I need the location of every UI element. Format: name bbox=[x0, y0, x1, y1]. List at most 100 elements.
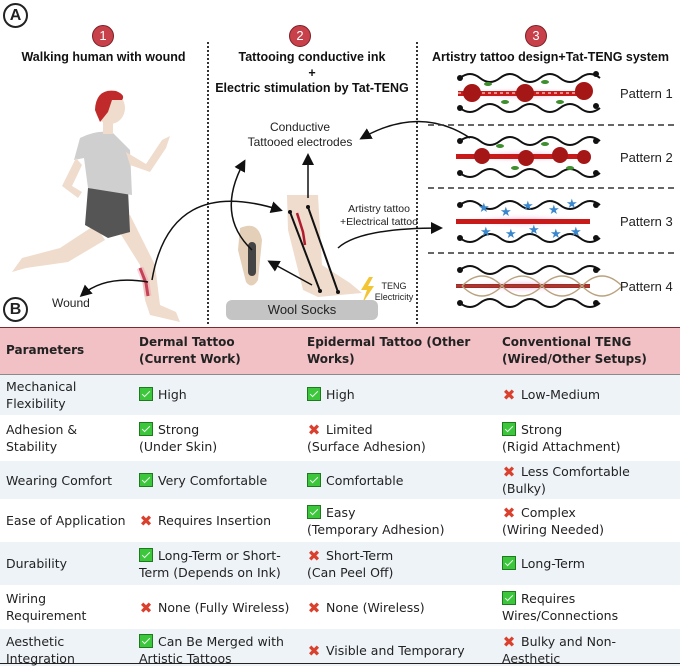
header-epidermal-tattoo: Epidermal Tattoo (Other Works) bbox=[301, 328, 496, 375]
step-badge-2: 2 bbox=[289, 25, 311, 47]
pattern-2-image bbox=[454, 136, 601, 178]
foot-sole bbox=[238, 225, 262, 286]
teng-electricity-label: TENG Electricity bbox=[372, 281, 416, 303]
wound-label: Wound bbox=[52, 296, 90, 310]
pattern-1-image bbox=[454, 71, 601, 113]
svg-text:★: ★ bbox=[500, 205, 512, 220]
check-icon bbox=[139, 634, 153, 648]
svg-text:★: ★ bbox=[522, 199, 534, 214]
value-subtext: Term (Depends on Ink) bbox=[139, 564, 281, 580]
value-text: Requires Insertion bbox=[158, 513, 272, 528]
value-cell: ✖ Requires Insertion bbox=[133, 499, 301, 542]
value-text: Short-Term bbox=[326, 547, 394, 563]
value-cell: ✖Short-Term(Can Peel Off) bbox=[301, 542, 496, 585]
divider-1 bbox=[207, 42, 209, 324]
value-text: Long-Term or Short- bbox=[158, 547, 281, 563]
cross-icon: ✖ bbox=[502, 503, 516, 522]
value-subtext: Artistic Tattoos bbox=[139, 651, 232, 666]
cross-icon: ✖ bbox=[502, 386, 516, 405]
parameter-cell: Ease of Application bbox=[6, 513, 126, 528]
running-human-figure bbox=[12, 90, 180, 322]
value-cell: ✖Visible and Temporary bbox=[301, 629, 496, 666]
pattern-4-label: Pattern 4 bbox=[620, 279, 673, 294]
panel-b-label: B bbox=[3, 297, 28, 322]
value-subtext: (Wiring Needed) bbox=[502, 521, 605, 537]
table-header-row: Parameters Dermal Tattoo (Current Work) … bbox=[0, 328, 680, 375]
cross-icon: ✖ bbox=[307, 598, 321, 617]
value-cell: Strong (Rigid Attachment) bbox=[496, 415, 680, 461]
value-subtext: (Surface Adhesion) bbox=[307, 439, 426, 454]
value-text: Strong bbox=[158, 422, 200, 437]
value-subtext: Wires/Connections bbox=[502, 608, 619, 623]
value-text: Very Comfortable bbox=[158, 472, 268, 488]
value-cell: Comfortable bbox=[301, 461, 496, 499]
check-icon bbox=[139, 547, 153, 562]
electrodes-label-line2: Tattooed electrodes bbox=[247, 135, 353, 149]
svg-text:★: ★ bbox=[478, 201, 490, 216]
value-cell: Long-Term bbox=[496, 542, 680, 585]
value-subtext: (Temporary Adhesion) bbox=[307, 521, 445, 537]
illustration-layer: ★★★★★ ★★★★★ bbox=[12, 71, 678, 322]
value-text: Less Comfortable bbox=[521, 464, 630, 479]
cross-icon: ✖ bbox=[139, 598, 153, 617]
value-text: Visible and Temporary bbox=[326, 642, 465, 658]
cross-icon: ✖ bbox=[502, 463, 516, 481]
value-cell: ✖Complex(Wiring Needed) bbox=[496, 499, 680, 542]
step-title-2-line2: + bbox=[308, 65, 316, 80]
step-title-2-line3: Electric stimulation by Tat-TENG bbox=[215, 81, 409, 95]
teng-label-line1: TENG bbox=[381, 281, 407, 291]
step-title-2: Tattooing conductive ink + Electric stim… bbox=[208, 50, 416, 97]
value-cell: ✖Bulky and Non-Aesthetic bbox=[496, 629, 680, 666]
header-parameters: Parameters bbox=[0, 328, 133, 375]
parameter-cell: Aesthetic Integration bbox=[0, 629, 133, 666]
value-text: Limited bbox=[326, 422, 373, 437]
to-pattern-arrow bbox=[337, 222, 443, 249]
tattooed-leg bbox=[287, 195, 362, 297]
check-icon bbox=[502, 556, 516, 570]
value-cell: Strong(Under Skin) bbox=[133, 415, 301, 461]
value-subtext: (Rigid Attachment) bbox=[502, 439, 621, 454]
wound-arrow bbox=[79, 279, 149, 297]
cross-icon: ✖ bbox=[139, 512, 153, 530]
artistry-label-line1: Artistry tattoo bbox=[348, 203, 410, 215]
value-cell: Long-Term or Short-Term (Depends on Ink) bbox=[133, 542, 301, 585]
divider-2 bbox=[416, 42, 418, 324]
value-cell: ✖ Less Comfortable (Bulky) bbox=[496, 461, 680, 499]
cross-icon: ✖ bbox=[502, 633, 516, 651]
table-bottom-border bbox=[0, 663, 680, 664]
value-cell: ✖ Limited (Surface Adhesion) bbox=[301, 415, 496, 461]
pattern-1-label: Pattern 1 bbox=[620, 86, 673, 101]
value-text: Low-Medium bbox=[521, 387, 601, 403]
pattern-3-label: Pattern 3 bbox=[620, 214, 673, 229]
pattern-2-label: Pattern 2 bbox=[620, 150, 673, 165]
value-cell: ✖None (Fully Wireless) bbox=[133, 585, 301, 629]
header-conventional-teng: Conventional TENG (Wired/Other Setups) bbox=[496, 328, 680, 375]
svg-text:★: ★ bbox=[550, 227, 562, 242]
value-text: Strong bbox=[521, 422, 563, 437]
check-icon bbox=[139, 472, 153, 487]
check-icon bbox=[307, 387, 321, 402]
svg-text:★: ★ bbox=[505, 227, 517, 242]
step-title-1: Walking human with wound bbox=[21, 50, 186, 64]
pattern-to-electrodes-arrow bbox=[359, 120, 471, 140]
check-icon bbox=[307, 472, 321, 487]
value-subtext: (Bulky) bbox=[502, 481, 546, 496]
artistry-label: Artistry tattoo +Electrical tattoo bbox=[334, 203, 424, 229]
parameter-cell: Wiring Requirement bbox=[6, 591, 87, 623]
svg-text:★: ★ bbox=[548, 203, 560, 218]
cross-icon: ✖ bbox=[307, 421, 321, 439]
parameter-cell: Durability bbox=[0, 542, 133, 585]
wound-to-leg-arrow bbox=[151, 200, 283, 281]
svg-text:★: ★ bbox=[570, 225, 582, 240]
value-text: High bbox=[158, 387, 187, 403]
teng-label-line2: Electricity bbox=[374, 292, 414, 302]
value-text: High bbox=[326, 387, 355, 403]
wool-socks-label: Wool Socks bbox=[226, 300, 378, 320]
value-text: Comfortable bbox=[326, 472, 404, 488]
